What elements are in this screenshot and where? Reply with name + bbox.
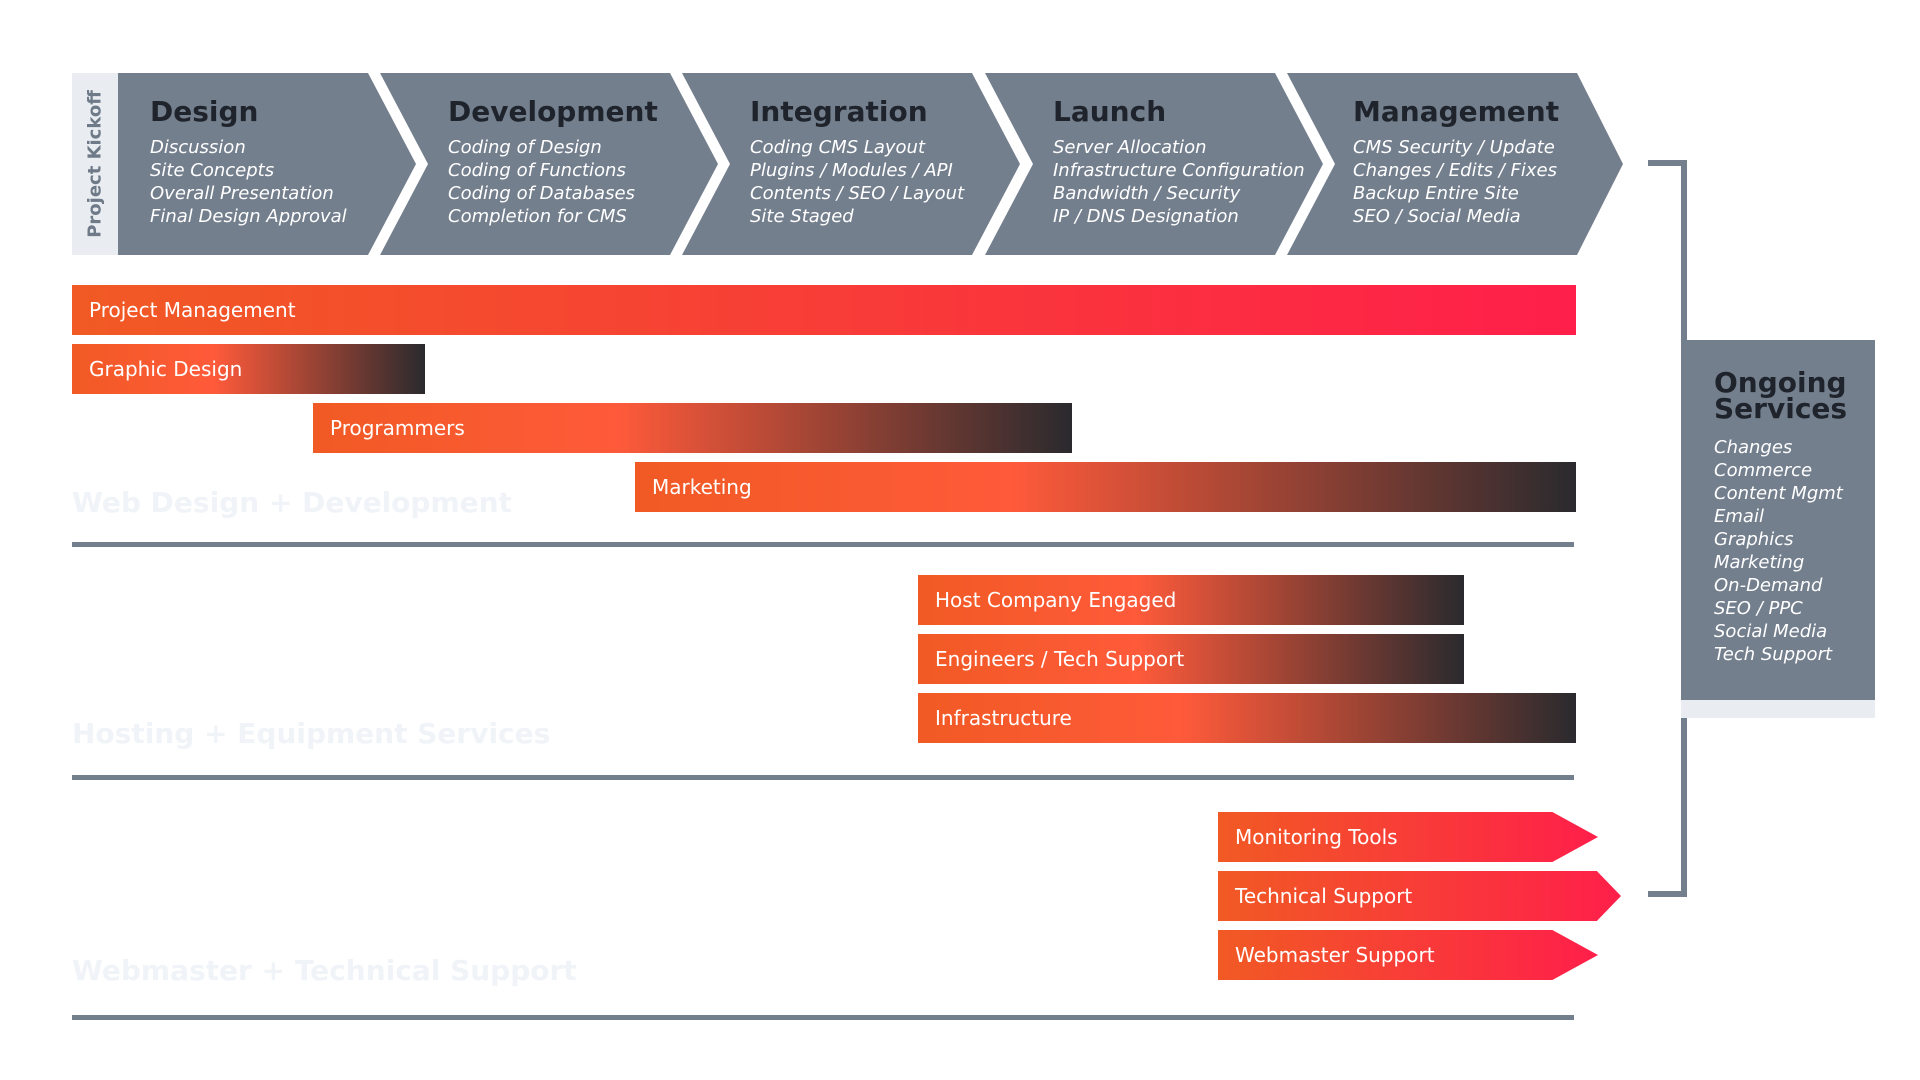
bracket-upper (1681, 160, 1687, 340)
bar-project-management: Project Management (72, 285, 1576, 335)
project-kickoff-tab: Project Kickoff (72, 73, 118, 255)
bar-technical-support: Technical Support (1218, 871, 1621, 921)
section-divider (72, 1015, 1574, 1020)
project-kickoff-label: Project Kickoff (84, 90, 106, 238)
bar-label: Infrastructure (935, 706, 1072, 730)
ongoing-services-base (1681, 700, 1875, 718)
ongoing-item: Content Mgmt (1714, 483, 1843, 504)
ongoing-services-title: Ongoing Services (1714, 369, 1848, 425)
phase-item: Bandwidth / Security (1053, 183, 1241, 204)
ongoing-item: Email (1714, 506, 1764, 527)
ongoing-services-box: Ongoing Services Changes Commerce Conten… (1681, 340, 1875, 700)
section-label-webmaster: Webmaster + Technical Support (72, 954, 577, 987)
bar-programmers: Programmers (313, 403, 1072, 453)
phase-item: Site Staged (750, 206, 854, 227)
bar-label: Technical Support (1235, 884, 1413, 908)
phase-launch: Launch Server Allocation Infrastructure … (985, 73, 1323, 255)
phase-item: Server Allocation (1053, 137, 1207, 158)
ongoing-item: SEO / PPC (1714, 598, 1803, 619)
bar-label: Marketing (652, 475, 752, 499)
phase-item: Infrastructure Configuration (1053, 160, 1305, 181)
bar-graphic-design: Graphic Design (72, 344, 425, 394)
phase-item: Contents / SEO / Layout (750, 183, 965, 204)
phase-item: CMS Security / Update (1353, 137, 1555, 158)
phase-item: Final Design Approval (150, 206, 347, 227)
phase-item: Completion for CMS (448, 206, 627, 227)
phase-item: SEO / Social Media (1353, 206, 1521, 227)
bar-host-company: Host Company Engaged (918, 575, 1464, 625)
phase-item: Site Concepts (150, 160, 275, 181)
section-label-web-design: Web Design + Development (72, 486, 512, 519)
phase-item: Plugins / Modules / API (750, 160, 953, 181)
phase-title: Launch (1053, 95, 1167, 128)
bar-marketing: Marketing (635, 462, 1576, 512)
phase-development: Development Coding of Design Coding of F… (380, 73, 718, 255)
phase-design: Design Discussion Site Concepts Overall … (118, 73, 416, 255)
section-divider (72, 542, 1574, 547)
ongoing-item: Social Media (1714, 621, 1828, 642)
phase-item: Coding of Databases (448, 183, 635, 204)
phase-title: Management (1353, 95, 1560, 128)
ongoing-item: On-Demand (1714, 575, 1823, 596)
bar-webmaster-support: Webmaster Support (1218, 930, 1598, 980)
bar-label: Monitoring Tools (1235, 825, 1398, 849)
bar-label: Webmaster Support (1235, 943, 1435, 967)
bar-label: Host Company Engaged (935, 588, 1177, 612)
bracket-lower (1681, 718, 1687, 897)
phase-item: Coding CMS Layout (750, 137, 925, 158)
phase-item: IP / DNS Designation (1053, 206, 1239, 227)
phase-integration: Integration Coding CMS Layout Plugins / … (682, 73, 1020, 255)
bar-label: Graphic Design (89, 357, 243, 381)
bracket-top-arm (1648, 160, 1687, 166)
section-label-hosting: Hosting + Equipment Services (72, 717, 551, 750)
ongoing-item: Changes (1714, 437, 1793, 458)
phase-item: Overall Presentation (150, 183, 334, 204)
bar-infrastructure: Infrastructure (918, 693, 1576, 743)
phase-item: Changes / Edits / Fixes (1353, 160, 1558, 181)
ongoing-item: Tech Support (1714, 644, 1833, 665)
bar-label: Programmers (330, 416, 465, 440)
phase-item: Discussion (150, 137, 246, 158)
section-divider (72, 775, 1574, 780)
ongoing-item: Marketing (1714, 552, 1805, 573)
ongoing-title-line1: Ongoing (1714, 366, 1847, 399)
bar-label: Project Management (89, 298, 296, 322)
phase-title: Integration (750, 95, 928, 128)
phase-title: Design (150, 95, 259, 128)
ongoing-item: Graphics (1714, 529, 1794, 550)
bracket-bottom-arm (1648, 891, 1687, 897)
phase-title: Development (448, 95, 658, 128)
ongoing-title-line2: Services (1714, 392, 1848, 425)
bar-monitoring-tools: Monitoring Tools (1218, 812, 1598, 862)
ongoing-item: Commerce (1714, 460, 1813, 481)
phase-management: Management CMS Security / Update Changes… (1287, 73, 1623, 255)
phase-item: Coding of Functions (448, 160, 626, 181)
phase-item: Coding of Design (448, 137, 602, 158)
phase-item: Backup Entire Site (1353, 183, 1519, 204)
bar-engineers-tech-support: Engineers / Tech Support (918, 634, 1464, 684)
bar-label: Engineers / Tech Support (935, 647, 1185, 671)
